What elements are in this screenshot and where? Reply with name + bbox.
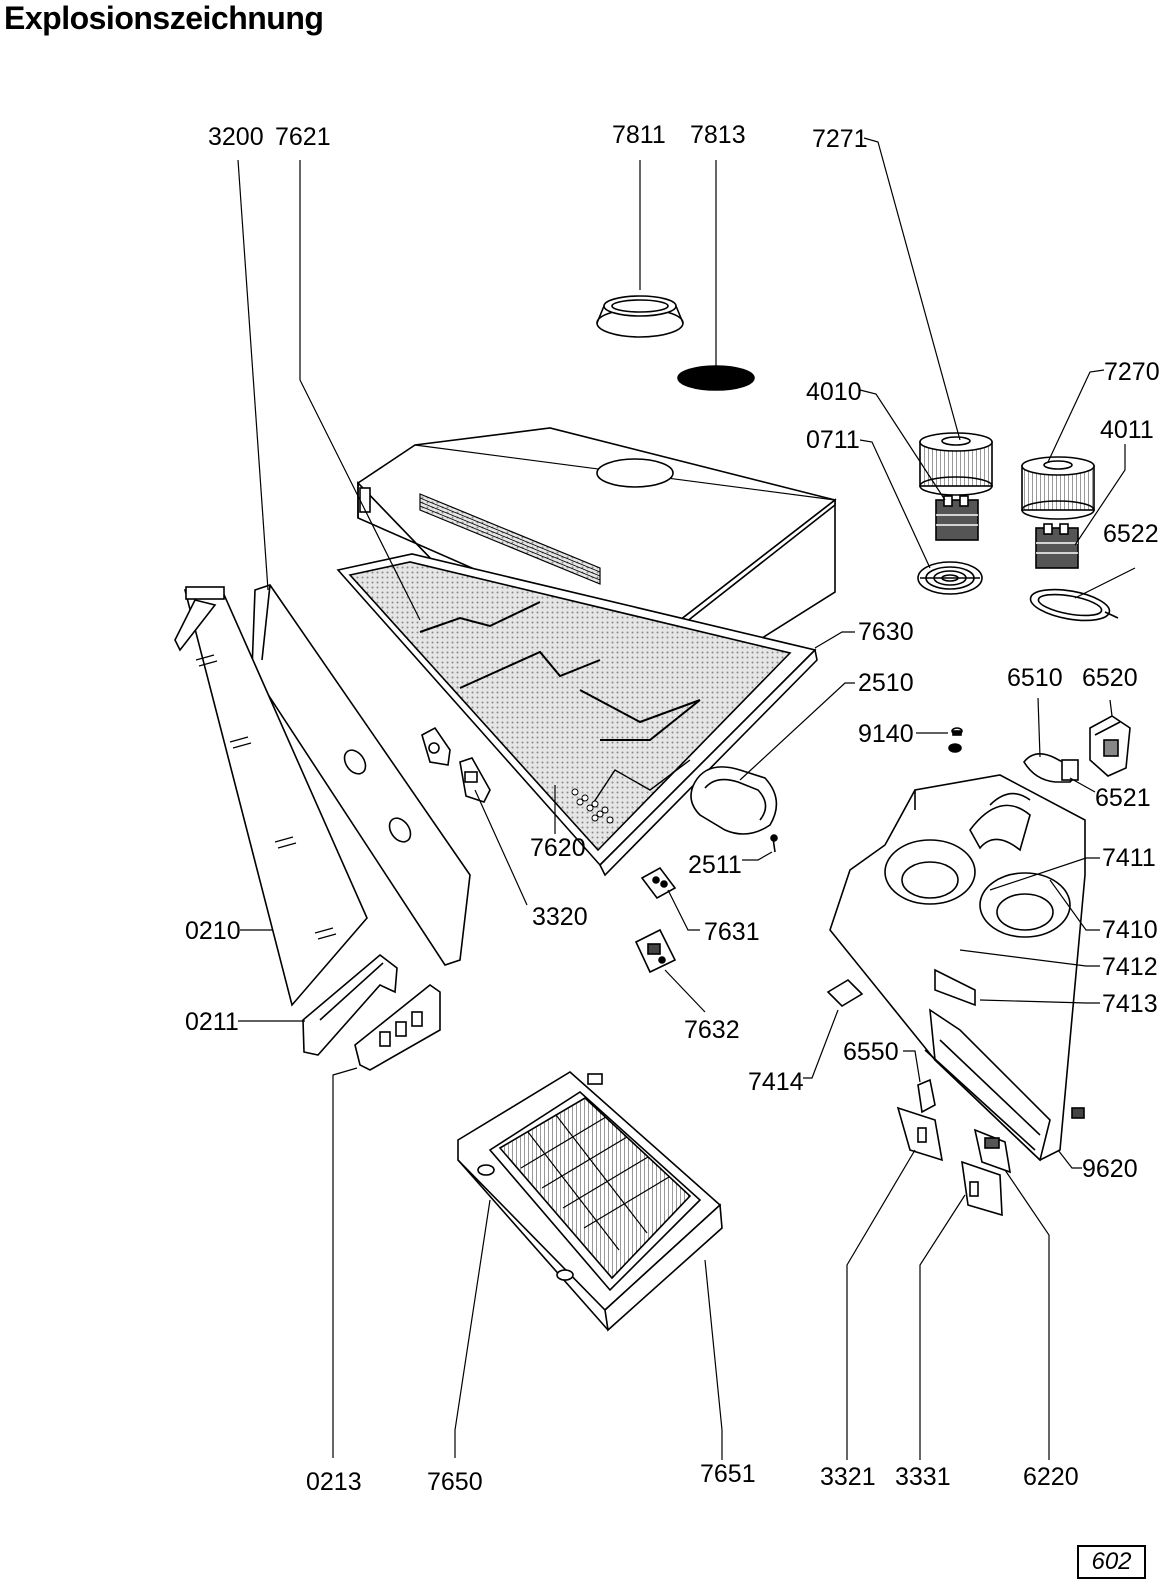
label-2510: 2510 (858, 669, 914, 697)
label-6521: 6521 (1095, 784, 1151, 812)
motor-right (1035, 523, 1079, 569)
label-7631: 7631 (704, 918, 760, 946)
label-4010: 4010 (806, 378, 862, 406)
filter-cassette (457, 1071, 723, 1332)
label-0711: 0711 (806, 426, 860, 454)
label-3321: 3321 (820, 1463, 876, 1491)
fan-housing (829, 774, 1086, 1162)
small-plate (826, 978, 864, 1008)
lamp-socket (1089, 715, 1131, 777)
switch-parts (896, 1078, 1012, 1217)
label-0213: 0213 (306, 1468, 362, 1496)
label-9620: 9620 (1082, 1155, 1138, 1183)
label-3200: 3200 (208, 123, 264, 151)
motor-filter-left (919, 432, 993, 496)
label-7651: 7651 (700, 1460, 756, 1488)
label-3320: 3320 (532, 903, 588, 931)
grease-filter-frame (336, 553, 818, 877)
page-title: Explosionszeichnung (4, 0, 324, 36)
lamp-cover (690, 766, 778, 853)
lamp-gasket (1029, 588, 1119, 622)
motor-left (935, 495, 979, 541)
glass-bracket (302, 953, 398, 1056)
screws (948, 727, 963, 753)
label-7621: 7621 (275, 123, 331, 151)
label-4011: 4011 (1100, 416, 1154, 444)
label-7414: 7414 (748, 1068, 804, 1096)
slider-knobs (421, 726, 491, 803)
label-7813: 7813 (690, 121, 746, 149)
page-number: 602 (1077, 1545, 1146, 1579)
label-7811: 7811 (612, 121, 666, 149)
label-7620: 7620 (530, 834, 586, 862)
motor-filter-right (1021, 456, 1095, 520)
label-6510: 6510 (1007, 664, 1063, 692)
label-7412: 7412 (1102, 953, 1158, 981)
part-labels: 3200 7621 7811 7813 7271 7270 4010 0711 … (185, 121, 1160, 1496)
label-6220: 6220 (1023, 1463, 1079, 1491)
label-6520: 6520 (1082, 664, 1138, 692)
switch-holder (354, 984, 441, 1071)
label-9140: 9140 (858, 720, 914, 748)
label-7411: 7411 (1102, 844, 1156, 872)
lamp-bulb (1023, 753, 1079, 783)
label-0211: 0211 (185, 1008, 239, 1036)
label-3331: 3331 (895, 1463, 951, 1491)
label-6522: 6522 (1103, 520, 1159, 548)
glass-panel (174, 586, 368, 1007)
label-6550: 6550 (843, 1038, 899, 1066)
label-7271: 7271 (812, 125, 868, 153)
label-7410: 7410 (1102, 916, 1158, 944)
label-7630: 7630 (858, 618, 914, 646)
label-7650: 7650 (427, 1468, 483, 1496)
fan-grille (917, 561, 983, 595)
label-0210: 0210 (185, 917, 241, 945)
leader-lines (237, 137, 1136, 1460)
label-2511: 2511 (688, 851, 742, 879)
duct-ring (596, 295, 684, 338)
switch-component (640, 866, 677, 900)
circuit-board (634, 928, 677, 974)
label-7632: 7632 (684, 1016, 740, 1044)
label-7413: 7413 (1102, 990, 1158, 1018)
label-7270: 7270 (1104, 358, 1160, 386)
